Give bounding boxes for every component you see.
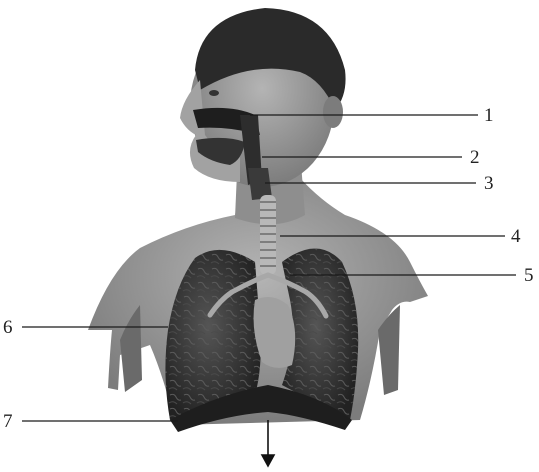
ear xyxy=(323,96,343,128)
label-4: 4 xyxy=(511,226,521,247)
label-2: 2 xyxy=(470,147,480,168)
down-arrow xyxy=(262,420,274,466)
label-7: 7 xyxy=(3,411,13,432)
label-1: 1 xyxy=(484,105,494,126)
trachea xyxy=(260,195,276,275)
label-6: 6 xyxy=(3,317,13,338)
eye xyxy=(209,90,219,96)
label-3: 3 xyxy=(484,173,494,194)
label-5: 5 xyxy=(524,265,534,286)
